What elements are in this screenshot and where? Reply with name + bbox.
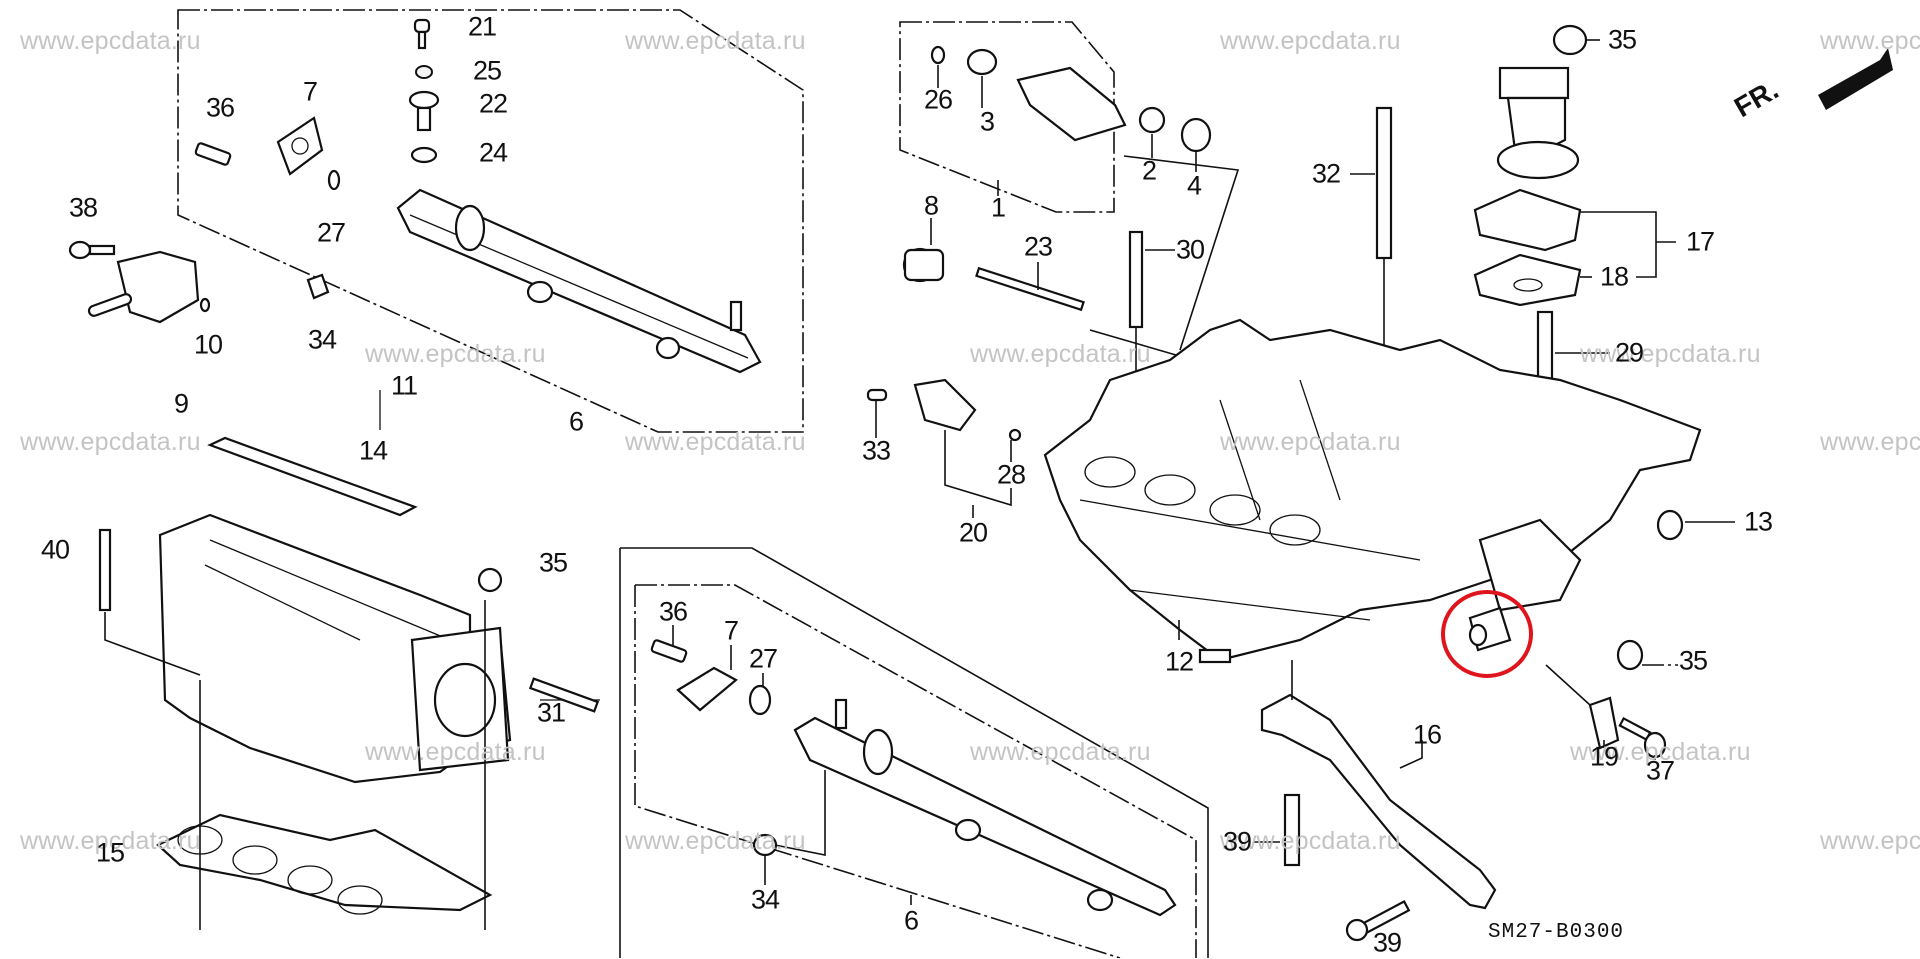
callout-6[interactable]: 6 bbox=[568, 406, 584, 437]
intake-manifold bbox=[1043, 318, 1702, 664]
bracket-and-bolt bbox=[1588, 639, 1667, 759]
callout-26[interactable]: 26 bbox=[923, 84, 953, 115]
watermark: www.epcdata.ru bbox=[1220, 27, 1401, 55]
fuel-rail-lower bbox=[650, 639, 1177, 917]
callout-25[interactable]: 25 bbox=[472, 55, 502, 86]
callout-7[interactable]: 7 bbox=[723, 615, 739, 646]
flange-upper bbox=[194, 116, 341, 300]
callout-6[interactable]: 6 bbox=[903, 905, 919, 936]
callout-39[interactable]: 39 bbox=[1372, 927, 1402, 958]
callout-27[interactable]: 27 bbox=[316, 217, 346, 248]
callout-9[interactable]: 9 bbox=[173, 388, 189, 419]
callout-27[interactable]: 27 bbox=[748, 643, 778, 674]
fuel-rail-upper bbox=[396, 188, 762, 374]
callout-35[interactable]: 35 bbox=[1607, 24, 1637, 55]
injector bbox=[930, 45, 1212, 153]
callout-14[interactable]: 14 bbox=[358, 435, 388, 466]
callout-29[interactable]: 29 bbox=[1614, 337, 1644, 368]
callout-32[interactable]: 32 bbox=[1311, 158, 1341, 189]
group-outline-lower-rail bbox=[620, 547, 1209, 958]
pressure-regulator bbox=[68, 240, 211, 324]
watermark: www.epcdata.ru bbox=[625, 428, 806, 456]
callout-8[interactable]: 8 bbox=[923, 190, 939, 221]
callout-13[interactable]: 13 bbox=[1743, 506, 1773, 537]
egr-valve bbox=[1473, 24, 1588, 307]
callout-2[interactable]: 2 bbox=[1141, 155, 1157, 186]
watermark: www.epcdata.ru bbox=[1570, 738, 1751, 766]
callout-37[interactable]: 37 bbox=[1645, 755, 1675, 786]
callout-35[interactable]: 35 bbox=[1678, 645, 1708, 676]
callout-40[interactable]: 40 bbox=[40, 534, 70, 565]
callout-21[interactable]: 21 bbox=[467, 11, 497, 42]
watermark: www.epcdata.ru bbox=[1820, 827, 1920, 855]
callout-10[interactable]: 10 bbox=[193, 329, 223, 360]
highlight-circle bbox=[1441, 590, 1533, 678]
group-outline-upper-rail bbox=[177, 9, 804, 433]
callout-35[interactable]: 35 bbox=[538, 547, 568, 578]
watermark: www.epcdata.ru bbox=[970, 738, 1151, 766]
watermark: www.epcdata.ru bbox=[1820, 27, 1920, 55]
watermark: www.epcdata.ru bbox=[970, 340, 1151, 368]
watermark: www.epcdata.ru bbox=[1220, 428, 1401, 456]
callout-11[interactable]: 11 bbox=[390, 370, 418, 401]
callout-7[interactable]: 7 bbox=[302, 76, 318, 107]
callout-3[interactable]: 3 bbox=[979, 106, 995, 137]
callout-24[interactable]: 24 bbox=[478, 137, 508, 168]
callout-38[interactable]: 38 bbox=[68, 192, 98, 223]
intake-chamber bbox=[98, 390, 600, 784]
callout-36[interactable]: 36 bbox=[658, 596, 688, 627]
callout-4[interactable]: 4 bbox=[1186, 170, 1202, 201]
callout-34[interactable]: 34 bbox=[307, 324, 337, 355]
callout-31[interactable]: 31 bbox=[536, 697, 566, 728]
watermark: www.epcdata.ru bbox=[1820, 428, 1920, 456]
watermark: www.epcdata.ru bbox=[20, 428, 201, 456]
callout-1[interactable]: 1 bbox=[990, 192, 1006, 223]
callout-39[interactable]: 39 bbox=[1222, 826, 1252, 857]
group-outline-injector bbox=[899, 21, 1115, 213]
watermark: www.epcdata.ru bbox=[20, 27, 201, 55]
callout-18[interactable]: 18 bbox=[1599, 261, 1629, 292]
callout-16[interactable]: 16 bbox=[1412, 719, 1442, 750]
watermark: www.epcdata.ru bbox=[365, 340, 546, 368]
manifold-stay bbox=[1260, 693, 1497, 942]
callout-12[interactable]: 12 bbox=[1164, 646, 1194, 677]
callout-34[interactable]: 34 bbox=[750, 884, 780, 915]
callout-22[interactable]: 22 bbox=[478, 88, 508, 119]
chamber-gasket bbox=[156, 813, 493, 915]
callout-17[interactable]: 17 bbox=[1685, 226, 1715, 257]
watermark: www.epcdata.ru bbox=[625, 27, 806, 55]
watermark: www.epcdata.ru bbox=[1580, 340, 1761, 368]
front-arrow-icon bbox=[1818, 48, 1893, 110]
callout-15[interactable]: 15 bbox=[95, 837, 125, 868]
watermark: www.epcdata.ru bbox=[365, 738, 546, 766]
spacer-and-studs bbox=[902, 106, 1554, 394]
callout-30[interactable]: 30 bbox=[1175, 234, 1205, 265]
watermark: www.epcdata.ru bbox=[20, 827, 201, 855]
callout-23[interactable]: 23 bbox=[1023, 231, 1053, 262]
callout-33[interactable]: 33 bbox=[861, 435, 891, 466]
callout-19[interactable]: 19 bbox=[1589, 741, 1619, 772]
callout-20[interactable]: 20 bbox=[958, 517, 988, 548]
sensor bbox=[866, 378, 1022, 442]
callout-36[interactable]: 36 bbox=[205, 92, 235, 123]
bolts-top-stack bbox=[408, 18, 440, 164]
watermark: www.epcdata.ru bbox=[625, 827, 806, 855]
watermark: www.epcdata.ru bbox=[1220, 827, 1401, 855]
diagram-code: SM27-B0300 bbox=[1488, 921, 1625, 944]
callout-28[interactable]: 28 bbox=[996, 459, 1026, 490]
